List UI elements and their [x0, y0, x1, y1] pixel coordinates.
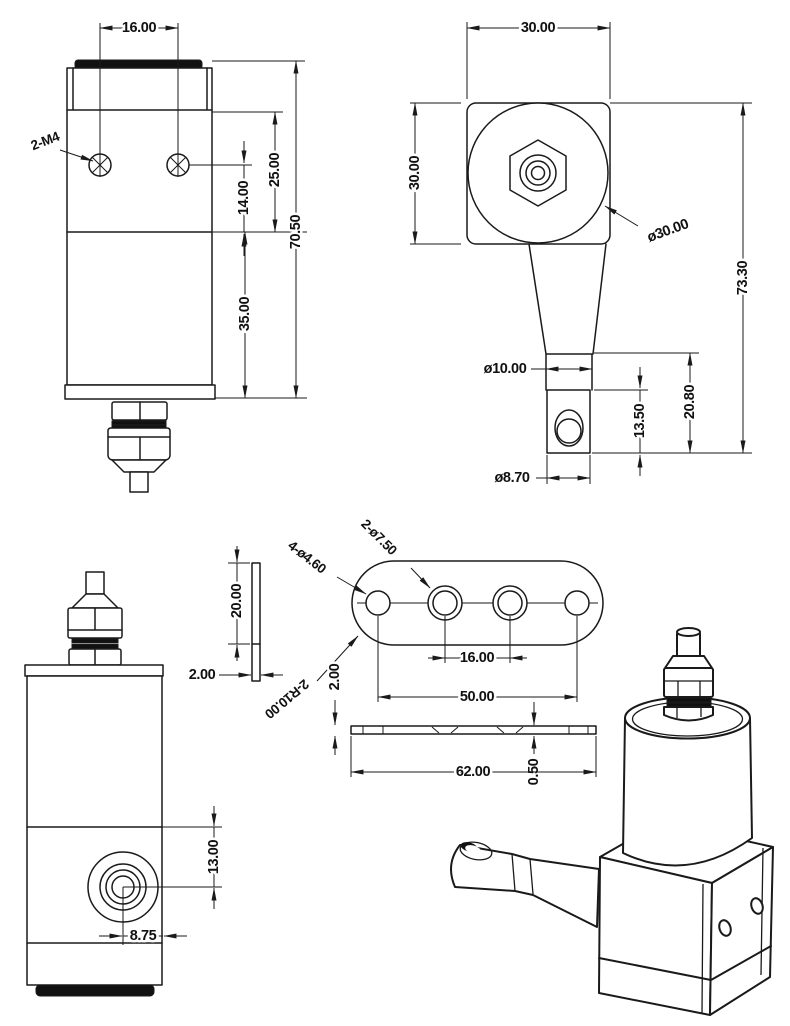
dim-side-face-diameter: ø30.00	[645, 216, 691, 246]
dim-side-total-height: 73.30	[735, 261, 751, 296]
iso-cable-gland	[663, 627, 714, 722]
dim-bracket-outer-spacing: 50.00	[460, 689, 495, 705]
dim-side-neck-diameter: ø10.00	[484, 361, 527, 377]
dim-bracket-length: 62.00	[456, 764, 491, 780]
view-isometric	[450, 627, 774, 1016]
iso-horn	[450, 841, 600, 928]
rear-dimensions: 13.00 8.75	[99, 806, 225, 947]
iso-block-right-face	[709, 846, 774, 1016]
iso-block-front-face	[598, 856, 713, 1016]
iso-cylinder	[622, 717, 753, 867]
callout-bracket-radius: 2-R10.00	[262, 676, 312, 721]
front-cable-gland	[107, 401, 171, 493]
iso-side-hole-2	[750, 897, 764, 915]
callout-front-thread: 2-M4	[29, 128, 62, 153]
dim-side-tip-length: 13.50	[632, 404, 648, 439]
view-bracket: 20.00 2.00 4-ø4.60 2-ø7.50 2-R10.00	[186, 514, 604, 788]
bracket-hole-1	[365, 590, 391, 616]
bracket-plate-front-view: 2.00 0.50 62.00	[325, 661, 597, 788]
dim-rear-offset-horizontal: 8.75	[130, 928, 157, 944]
bracket-hole-4	[564, 590, 590, 616]
front-body-outline	[64, 59, 216, 400]
dim-bracket-plate-thickness: 2.00	[327, 663, 343, 690]
side-horn-outline	[528, 243, 607, 454]
dim-side-tip-total: 20.80	[682, 385, 698, 420]
side-dimensions: 30.00 30.00 ø30.00 73.30 ø10.00 13.50 20…	[405, 18, 754, 489]
dim-rear-offset-vertical: 13.00	[206, 840, 222, 875]
dim-bracket-leg-thickness: 2.00	[189, 667, 216, 683]
dim-bracket-leg-height: 20.00	[229, 584, 245, 619]
dim-side-tip-diameter: ø8.70	[494, 470, 529, 486]
front-cable-stub	[129, 471, 149, 493]
rear-cable-gland	[67, 571, 123, 666]
view-rear: 13.00 8.75	[24, 571, 225, 997]
front-bottom-flange	[64, 384, 216, 400]
callout-bracket-large-holes: 2-ø7.50	[358, 516, 400, 558]
dim-front-upper-section: 25.00	[267, 153, 283, 188]
dim-front-hole-spacing: 16.00	[122, 20, 157, 36]
iso-side-hole-1	[718, 919, 732, 937]
side-hex-nut	[509, 139, 567, 207]
dim-side-height: 30.00	[407, 156, 423, 191]
view-side: 30.00 30.00 ø30.00 73.30 ø10.00 13.50 20…	[405, 18, 754, 489]
dim-side-width: 30.00	[521, 20, 556, 36]
bracket-hole-dimensions: 16.00 50.00	[377, 616, 578, 708]
rear-body-outline	[24, 664, 164, 997]
dim-front-lower-section: 35.00	[237, 297, 253, 332]
rear-bottom-cap	[35, 984, 155, 997]
dim-front-total-height: 70.50	[288, 215, 304, 250]
bracket-leg-side-view: 20.00 2.00	[186, 546, 283, 686]
rear-top-flange	[24, 664, 164, 677]
dim-front-hole-depth: 14.00	[236, 181, 252, 216]
rear-cable-stub	[85, 571, 105, 595]
bracket-plate-top-view	[351, 560, 604, 646]
side-head-outline	[466, 102, 611, 245]
view-front: 16.00 2-M4 14.00 25.00 70.50 35.00	[26, 18, 307, 493]
dim-bracket-inner-spacing: 16.00	[460, 650, 495, 666]
callout-bracket-small-holes: 4-ø4.60	[285, 538, 329, 577]
